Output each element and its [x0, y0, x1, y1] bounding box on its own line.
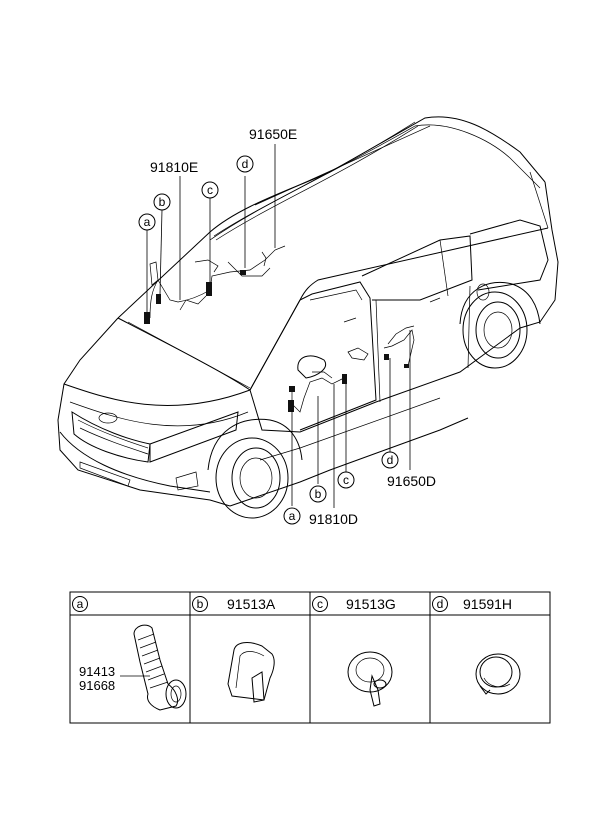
svg-text:b: b: [159, 195, 166, 209]
marker-c-bottom: c: [337, 471, 355, 489]
svg-text:a: a: [289, 509, 296, 523]
marker-d-bottom: d: [381, 451, 399, 469]
part-number-91413: 91413: [79, 664, 115, 679]
svg-text:c: c: [343, 473, 349, 487]
marker-a-top: a: [138, 213, 156, 231]
leader-lines: [146, 144, 411, 508]
svg-text:a: a: [144, 215, 151, 229]
part-number-91591H: 91591H: [463, 596, 512, 612]
svg-text:c: c: [207, 183, 213, 197]
marker-b-bottom: b: [309, 485, 327, 503]
table-header-d: d 91591H: [432, 596, 512, 612]
marker-a-bottom: a: [283, 507, 301, 525]
table-header-a: a: [72, 596, 88, 612]
part-number-91668: 91668: [79, 678, 115, 693]
svg-text:b: b: [197, 597, 204, 611]
svg-text:d: d: [387, 453, 394, 467]
part-b-grommet-drawing: [227, 642, 275, 703]
callout-91810E: 91810E: [150, 159, 198, 175]
callout-91810D: 91810D: [309, 511, 358, 527]
marker-d-top: d: [236, 155, 254, 173]
part-a-grommet-drawing: [133, 624, 187, 711]
svg-text:d: d: [242, 157, 249, 171]
wiring-harness: [144, 245, 415, 413]
marker-c-top: c: [201, 181, 219, 199]
part-c-grommet-drawing: [347, 651, 393, 707]
svg-text:d: d: [437, 597, 444, 611]
part-number-91513G: 91513G: [346, 596, 396, 612]
parts-table: a b 91513A c 91513G d 91591H: [69, 591, 551, 724]
part-number-91513A: 91513A: [227, 596, 276, 612]
svg-text:b: b: [315, 487, 322, 501]
svg-text:c: c: [317, 597, 323, 611]
callout-91650E: 91650E: [249, 126, 297, 142]
table-header-c: c 91513G: [312, 596, 396, 612]
part-d-grommet-drawing: [475, 653, 521, 695]
marker-b-top: b: [153, 193, 171, 211]
callout-91650D: 91650D: [387, 473, 436, 489]
svg-text:a: a: [77, 597, 84, 611]
vehicle-illustration: [57, 116, 559, 519]
table-header-b: b 91513A: [192, 596, 276, 612]
